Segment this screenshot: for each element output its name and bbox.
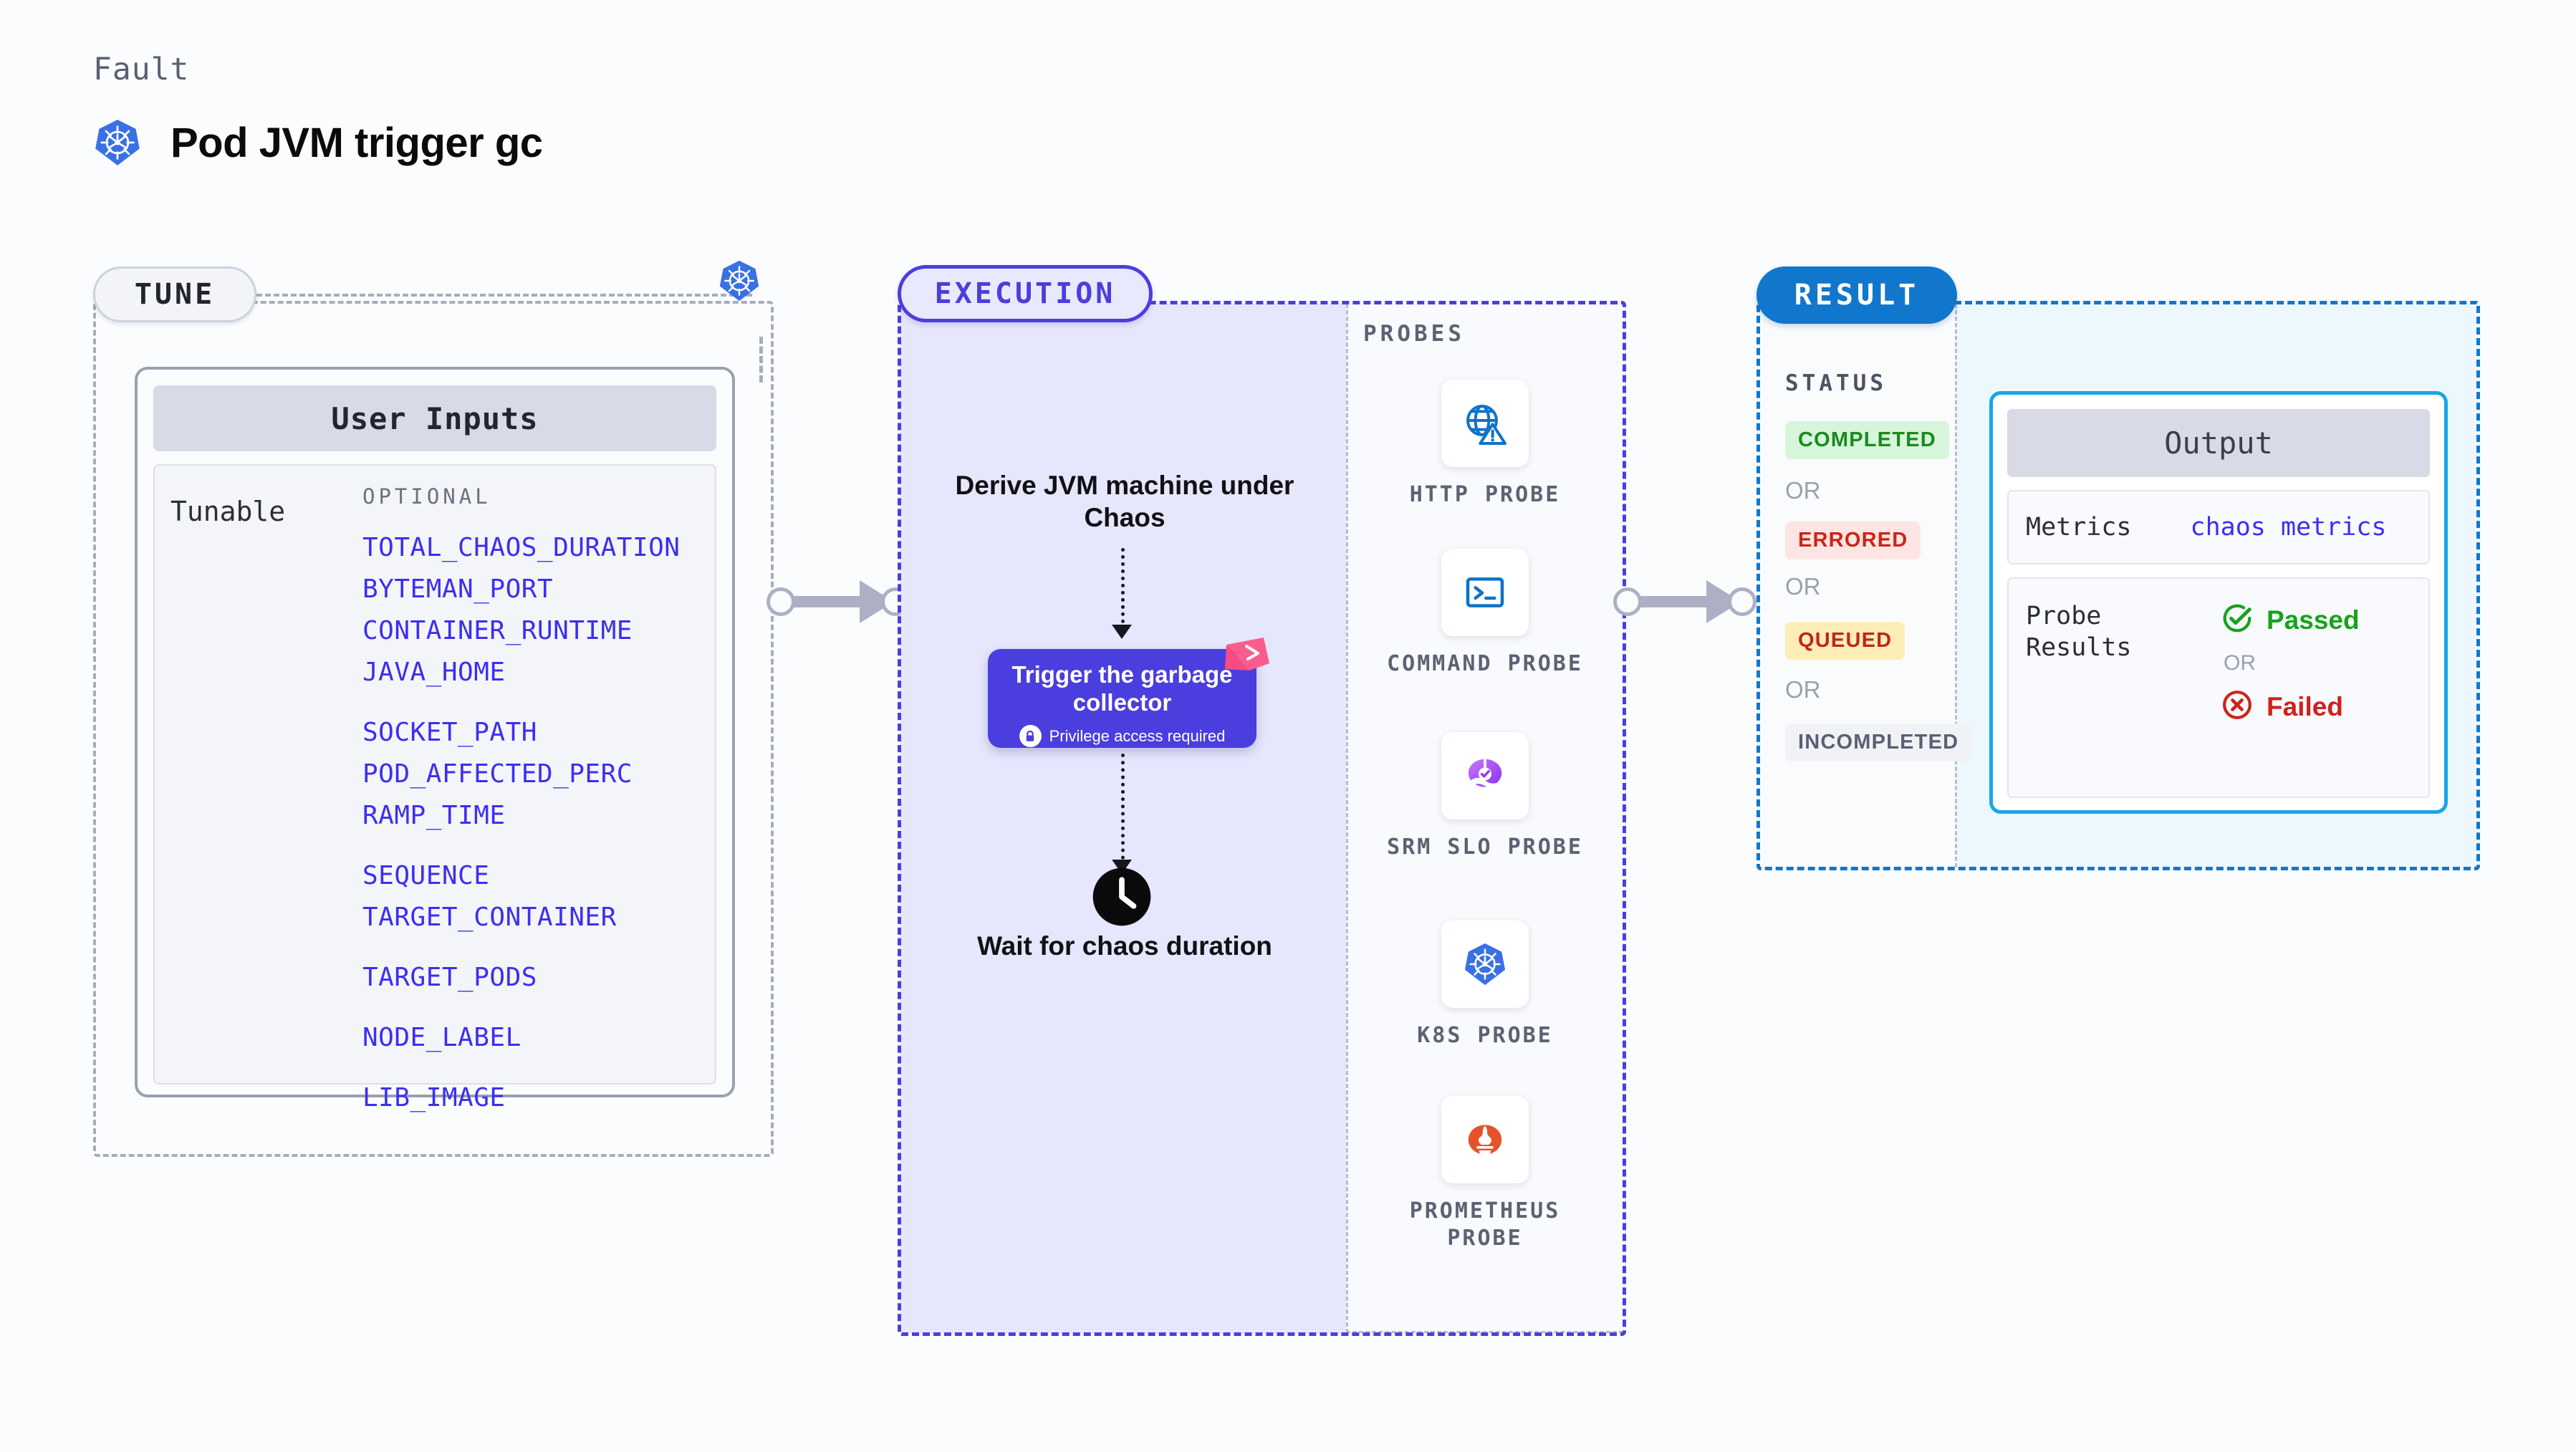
globe-warning-icon (1441, 380, 1529, 467)
execution-flow-line-1 (1121, 548, 1125, 630)
status-badge-incompleted: INCOMPLETED (1785, 723, 1972, 761)
param-socket-path[interactable]: SOCKET_PATH (362, 718, 537, 747)
tune-stage-label: TUNE (134, 278, 216, 311)
output-card: Output Metrics chaos metrics Probe Resul… (1989, 391, 2448, 814)
execution-stage-label: EXECUTION (934, 277, 1116, 310)
probe-result-or: OR (2224, 651, 2256, 675)
connector-tune-to-execution (766, 580, 910, 623)
status-badge-errored: ERRORED (1785, 521, 1921, 559)
status-title: STATUS (1785, 370, 1887, 396)
probe-label: K8S PROBE (1417, 1023, 1553, 1048)
metrics-key-label: Metrics (2026, 513, 2132, 542)
terminal-icon (1441, 549, 1529, 636)
status-column (1759, 304, 1957, 867)
param-java-home[interactable]: JAVA_HOME (362, 658, 506, 687)
srm-slo-icon (1441, 732, 1529, 819)
param-target-container[interactable]: TARGET_CONTAINER (362, 903, 617, 932)
result-region (1756, 301, 2480, 870)
tune-stage-pill[interactable]: TUNE (93, 266, 256, 322)
param-group: NODE_LABEL (362, 1017, 701, 1059)
probes-title: PROBES (1363, 321, 1465, 347)
user-inputs-card: User Inputs Tunable OPTIONAL TOTAL_CHAOS… (135, 367, 735, 1112)
param-ramp-time[interactable]: RAMP_TIME (362, 801, 506, 830)
param-group: TARGET_PODS (362, 957, 701, 999)
check-circle-icon (2221, 602, 2254, 638)
param-group: SOCKET_PATH POD_AFFECTED_PERC RAMP_TIME (362, 712, 701, 837)
fault-eyebrow-label: Fault (93, 52, 190, 87)
status-badge-completed: COMPLETED (1785, 421, 1949, 459)
connector-execution-to-result (1613, 580, 1756, 623)
probe-results-key-text: Probe Results (2026, 602, 2132, 662)
output-metrics-row: Metrics chaos metrics (2007, 490, 2430, 564)
param-byteman-port[interactable]: BYTEMAN_PORT (362, 574, 554, 604)
param-container-runtime[interactable]: CONTAINER_RUNTIME (362, 616, 633, 645)
metrics-value-link[interactable]: chaos metrics (2190, 513, 2387, 542)
param-target-pods[interactable]: TARGET_PODS (362, 963, 537, 992)
user-inputs-title: User Inputs (331, 400, 539, 436)
status-or-2: OR (1785, 676, 1821, 703)
output-probe-results-row: Probe Results Passed OR (2007, 577, 2430, 798)
tune-kubernetes-icon (718, 259, 761, 302)
param-group: TOTAL_CHAOS_DURATION BYTEMAN_PORT CONTAINE… (362, 527, 701, 693)
tune-region (93, 301, 774, 1157)
clock-icon (1090, 865, 1153, 928)
probe-label: HTTP PROBE (1409, 482, 1561, 507)
kubernetes-icon (1441, 920, 1529, 1008)
gc-card-title: Trigger the garbage collector (1011, 661, 1233, 716)
execution-stage-pill[interactable]: EXECUTION (898, 265, 1153, 322)
param-lib-image[interactable]: LIB_IMAGE (362, 1083, 506, 1112)
param-sequence[interactable]: SEQUENCE (362, 861, 490, 890)
lock-icon (1019, 725, 1042, 747)
probe-item-http-probe[interactable]: HTTP PROBE (1374, 380, 1596, 509)
tunable-panel: Tunable OPTIONAL TOTAL_CHAOS_DURATION BYT… (153, 464, 716, 1112)
tunable-row-label: Tunable (170, 496, 286, 527)
probe-item-command-probe[interactable]: COMMAND PROBE (1374, 549, 1596, 678)
prometheus-icon (1441, 1096, 1529, 1183)
status-or-0: OR (1785, 477, 1821, 504)
gc-card-privilege-row: Privilege access required (1004, 725, 1241, 747)
output-header: Output (2007, 409, 2430, 477)
param-total-chaos-duration[interactable]: TOTAL_CHAOS_DURATION (362, 533, 681, 562)
param-node-label[interactable]: NODE_LABEL (362, 1023, 522, 1052)
execution-flow-arrowhead-1 (1112, 625, 1132, 639)
fault-title-row: Pod JVM trigger gc (93, 118, 543, 167)
probe-results-key-label: Probe Results (2026, 600, 2176, 797)
optional-params-column: OPTIONAL TOTAL_CHAOS_DURATION BYTEMAN_POR… (362, 484, 701, 1112)
probe-item-srm-slo-probe[interactable]: SRM SLO PROBE (1374, 732, 1596, 861)
probe-item-prometheus-probe[interactable]: PROMETHEUS PROBE (1374, 1096, 1596, 1252)
kubernetes-icon (93, 118, 142, 167)
output-title: Output (2164, 425, 2273, 461)
param-group: LIB_IMAGE (362, 1077, 701, 1119)
probe-result-failed-label: Failed (2267, 691, 2343, 721)
probe-label: PROMETHEUS PROBE (1409, 1198, 1561, 1251)
probe-label: COMMAND PROBE (1387, 651, 1583, 676)
user-inputs-header: User Inputs (153, 385, 716, 451)
probe-item-k8s-probe[interactable]: K8S PROBE (1374, 920, 1596, 1049)
probe-results-values: Passed OR Failed (2221, 600, 2360, 797)
x-circle-icon (2221, 688, 2254, 725)
ribbon-icon (1221, 638, 1269, 682)
param-pod-affected-perc[interactable]: POD_AFFECTED_PERC (362, 759, 633, 789)
result-stage-pill[interactable]: RESULT (1756, 266, 1957, 324)
tune-node-stem (759, 337, 763, 383)
gc-card-privilege-label: Privilege access required (1049, 726, 1226, 745)
result-stage-label: RESULT (1794, 279, 1920, 312)
execution-step-derive-jvm: Derive JVM machine under Chaos (955, 471, 1294, 532)
status-or-1: OR (1785, 573, 1821, 600)
param-group: SEQUENCE TARGET_CONTAINER (362, 855, 701, 938)
trigger-garbage-collector-card[interactable]: Trigger the garbage collector Privilege … (988, 638, 1269, 748)
probe-label: SRM SLO PROBE (1387, 835, 1583, 860)
optional-caption: OPTIONAL (362, 484, 491, 509)
page-title: Pod JVM trigger gc (170, 119, 543, 166)
execution-region (898, 301, 1626, 1336)
probe-result-passed-label: Passed (2267, 605, 2360, 635)
execution-step-wait-for-chaos: Wait for chaos duration (977, 931, 1272, 961)
param-group-list: TOTAL_CHAOS_DURATION BYTEMAN_PORT CONTAINE… (362, 527, 701, 1119)
tune-connector-line (256, 294, 752, 297)
status-badge-queued: QUEUED (1785, 622, 1905, 660)
probe-result-passed: Passed (2221, 602, 2360, 638)
execution-flow-line-2 (1121, 754, 1125, 867)
probe-result-failed: Failed (2221, 688, 2360, 725)
